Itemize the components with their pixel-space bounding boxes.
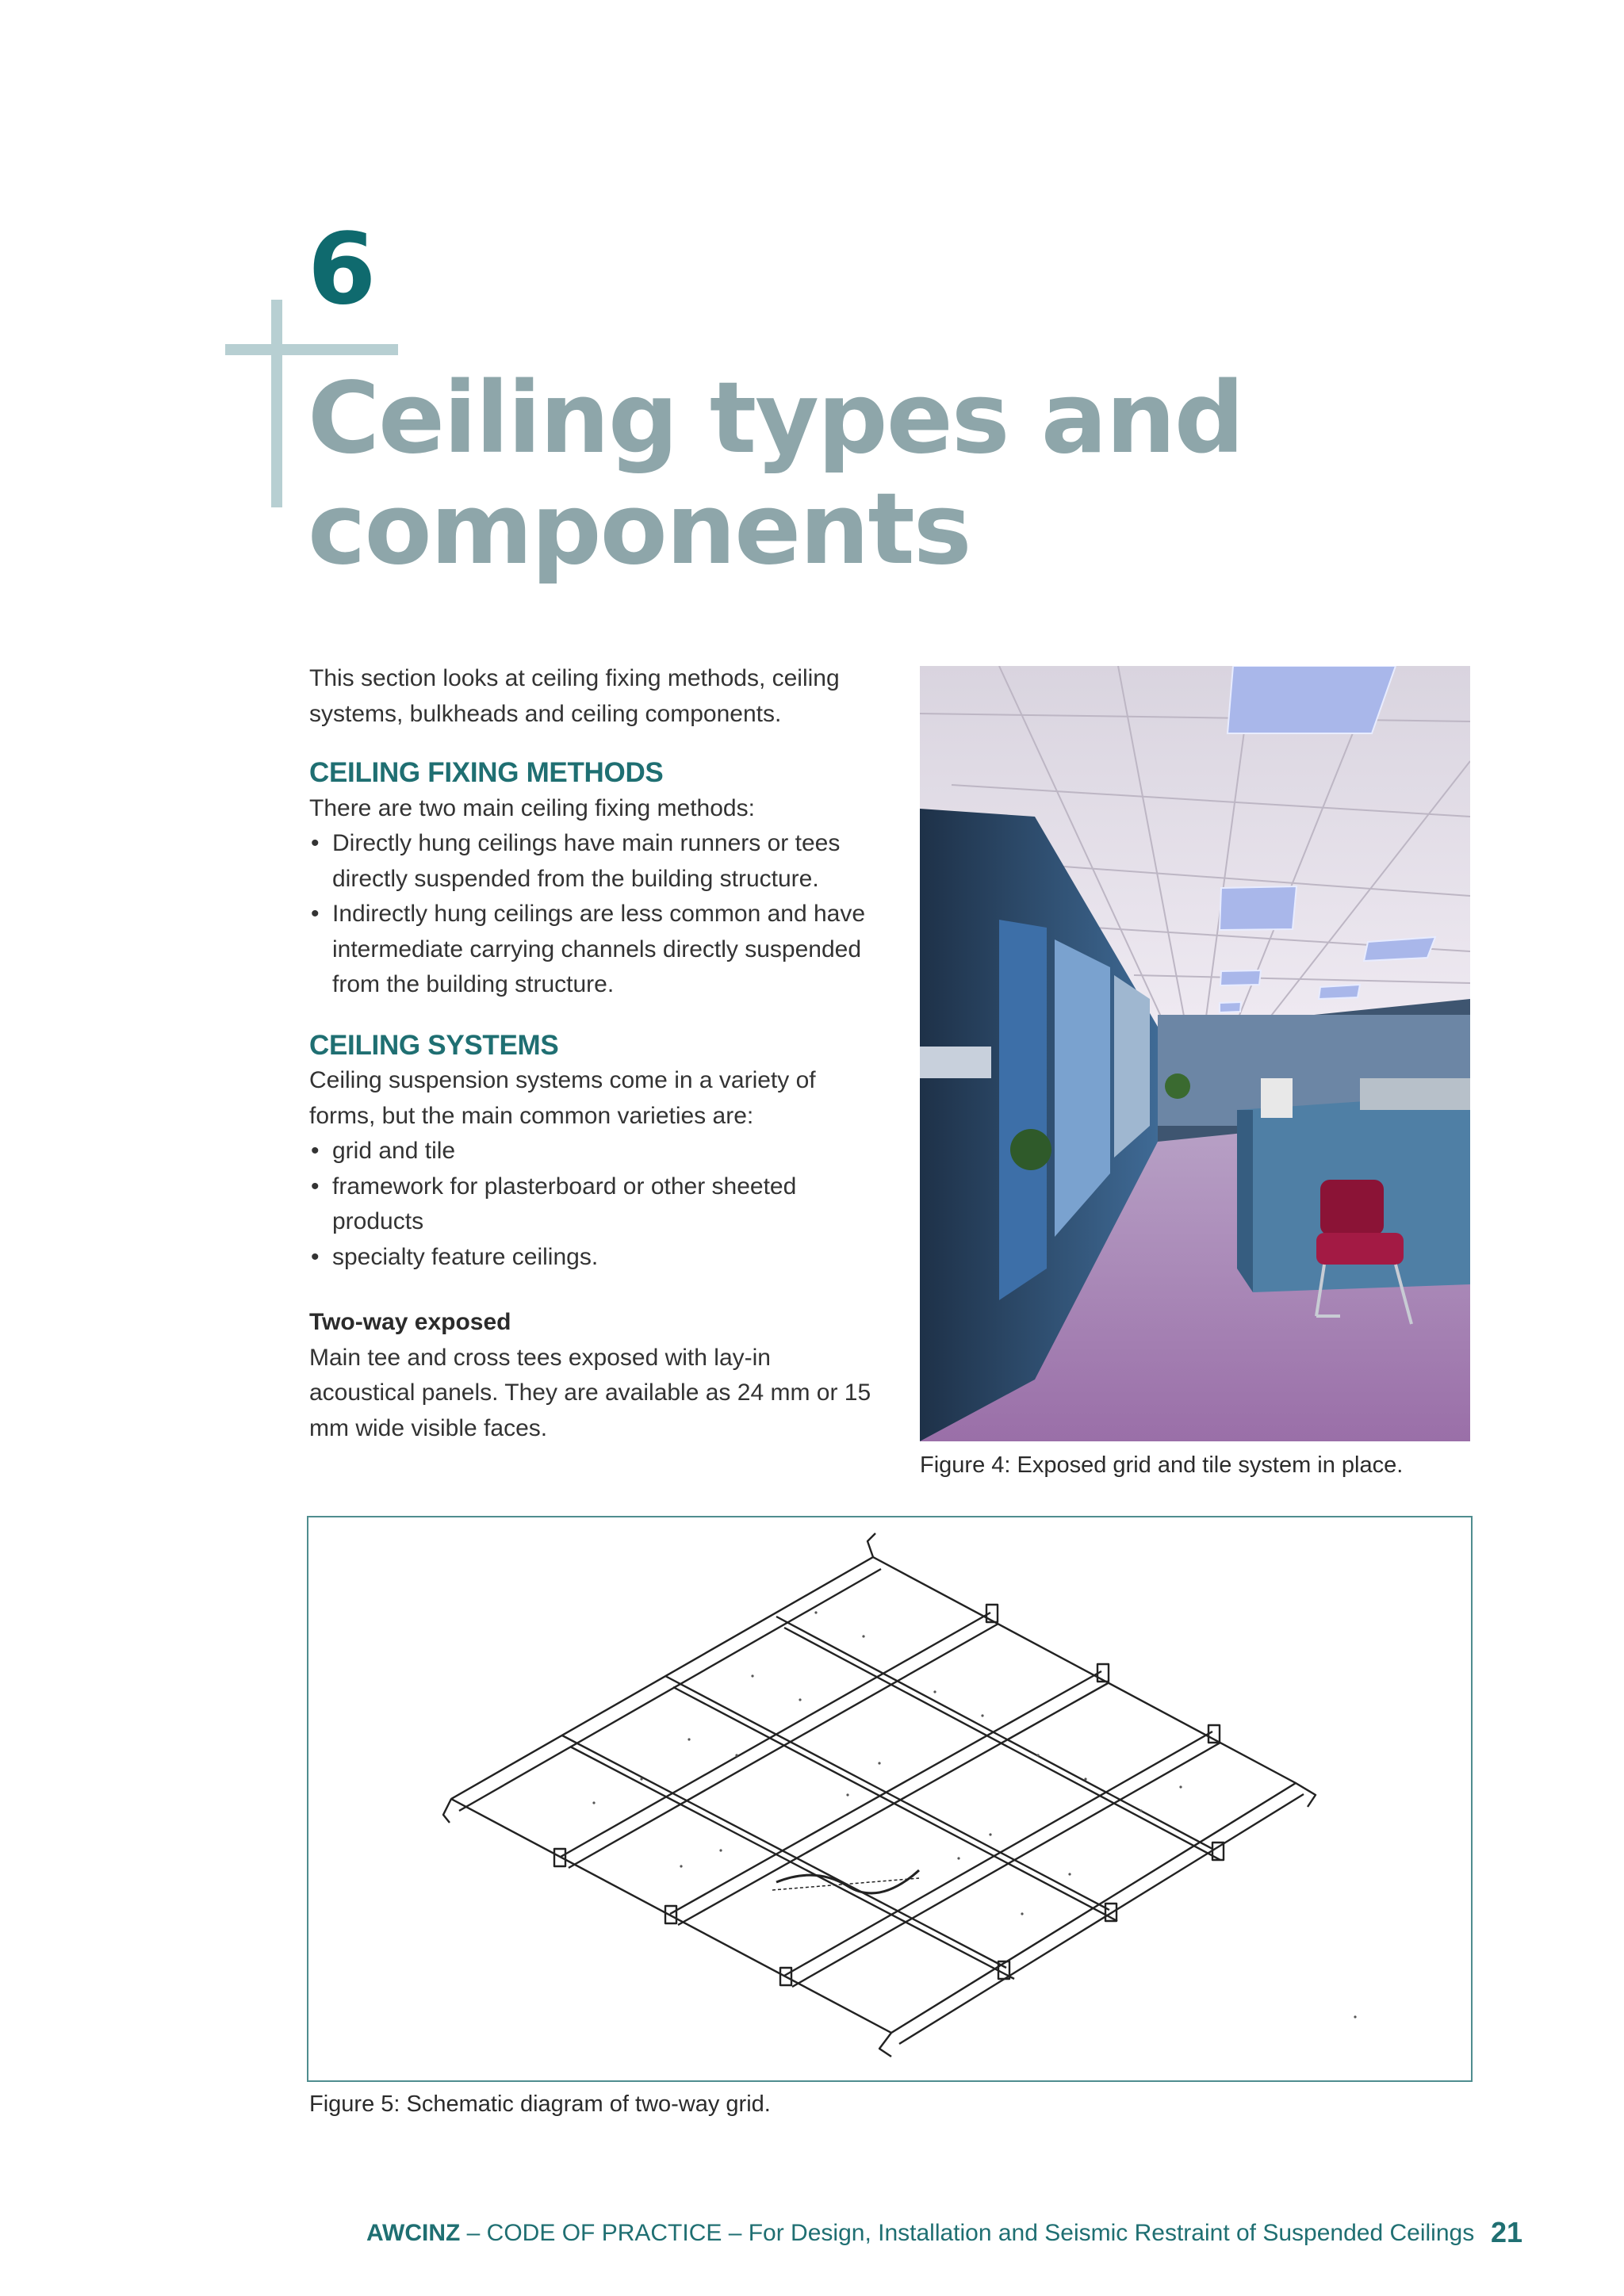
list-item: Directly hung ceilings have main runners… [309, 826, 880, 897]
chapter-title-line2: components [308, 473, 972, 587]
two-way-text: Main tee and cross tees exposed with lay… [309, 1344, 871, 1441]
list-item: framework for plasterboard or other shee… [309, 1169, 880, 1240]
chapter-title-line1: Ceiling types and [308, 362, 1244, 476]
ceiling-systems-lead: Ceiling suspension systems come in a var… [309, 1067, 816, 1129]
chapter-cross-vertical [271, 300, 282, 507]
ceiling-systems-heading: CEILING SYSTEMS [309, 1029, 559, 1061]
fixing-methods-lead: There are two main ceiling fixing method… [309, 794, 755, 821]
chapter-cross-horizontal [225, 344, 398, 355]
fixing-methods-list: Directly hung ceilings have main runners… [309, 826, 880, 1003]
page-footer: AWCINZ – CODE OF PRACTICE – For Design, … [366, 2220, 1524, 2247]
chapter-title: Ceiling types and components [308, 363, 1259, 585]
grid-schematic [442, 1533, 1357, 2057]
page-number: 21 [1491, 2216, 1523, 2248]
figure-5-caption: Figure 5: Schematic diagram of two-way g… [309, 2091, 771, 2117]
footer-text: – CODE OF PRACTICE – For Design, Install… [460, 2220, 1475, 2246]
intro-paragraph: This section looks at ceiling fixing met… [309, 665, 840, 727]
chapter-number: 6 [308, 212, 377, 327]
fixing-methods-heading: CEILING FIXING METHODS [309, 757, 664, 788]
list-item: specialty feature ceilings. [309, 1240, 880, 1276]
two-way-heading: Two-way exposed [309, 1309, 511, 1335]
body-column: This section looks at ceiling fixing met… [309, 661, 880, 1446]
list-item: Indirectly hung ceilings are less common… [309, 897, 880, 1003]
figure-4-caption: Figure 4: Exposed grid and tile system i… [920, 1452, 1404, 1478]
two-way-grid-diagram [307, 1516, 1473, 2082]
list-item: grid and tile [309, 1134, 880, 1169]
ceiling-systems-list: grid and tile framework for plasterboard… [309, 1134, 880, 1275]
footer-brand: AWCINZ [366, 2220, 461, 2246]
office-ceiling-photo [920, 666, 1470, 1441]
